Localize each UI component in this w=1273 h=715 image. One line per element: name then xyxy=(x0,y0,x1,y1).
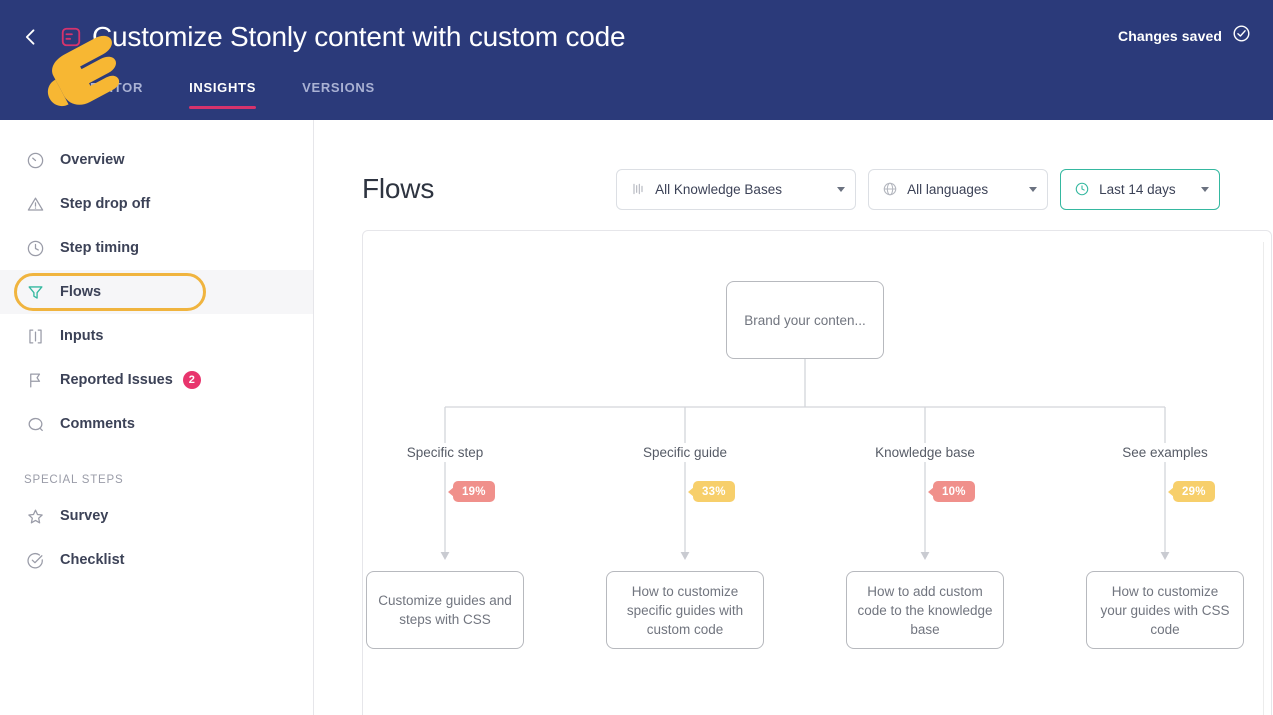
guide-document-icon xyxy=(58,24,84,50)
percent-badge: 29% xyxy=(1173,481,1215,502)
flag-icon xyxy=(24,369,46,391)
brackets-icon xyxy=(24,325,46,347)
sidebar: Overview Step drop off Step timing xyxy=(0,120,314,715)
flow-node-root[interactable]: Brand your conten... xyxy=(726,281,884,359)
flow-canvas[interactable]: Brand your conten... Specific step Speci… xyxy=(363,231,1271,715)
flows-toolbar: Flows All Knowledge Bases xyxy=(362,168,1242,210)
sidebar-item-reported-issues[interactable]: Reported Issues 2 xyxy=(0,358,313,402)
sidebar-item-flows[interactable]: Flows xyxy=(0,270,313,314)
page-title: Customize Stonly content with custom cod… xyxy=(92,21,626,52)
date-range-filter[interactable]: Last 14 days xyxy=(1060,168,1221,210)
header-tabs: EDITOR INSIGHTS VERSIONS xyxy=(76,74,407,120)
flow-node-leaf[interactable]: Customize guides and steps with CSS xyxy=(366,571,524,649)
sidebar-item-label: Survey xyxy=(60,508,109,524)
sidebar-item-step-timing[interactable]: Step timing xyxy=(0,226,313,270)
sidebar-item-label: Flows xyxy=(60,284,102,300)
branch-label: Knowledge base xyxy=(867,443,983,462)
changes-saved-status: Changes saved xyxy=(1118,24,1251,48)
sidebar-item-step-drop-off[interactable]: Step drop off xyxy=(0,182,313,226)
sidebar-item-label: Comments xyxy=(60,416,135,432)
chevron-down-icon xyxy=(1029,186,1038,192)
clock-icon xyxy=(24,237,46,259)
back-button[interactable] xyxy=(14,20,48,54)
chevron-left-icon xyxy=(21,27,41,47)
flow-connectors xyxy=(440,359,1170,560)
changes-saved-label: Changes saved xyxy=(1117,28,1222,44)
filter-label: All languages xyxy=(907,181,989,197)
language-filter[interactable]: All languages xyxy=(868,168,1049,210)
funnel-icon xyxy=(24,281,46,303)
sidebar-item-label: Reported Issues xyxy=(60,372,173,388)
knowledge-base-filter[interactable]: All Knowledge Bases xyxy=(616,168,857,210)
tab-editor[interactable]: EDITOR xyxy=(90,80,144,95)
check-circle-icon xyxy=(1232,24,1251,48)
comment-bubble-icon xyxy=(24,413,46,435)
flow-node-leaf[interactable]: How to customize specific guides with cu… xyxy=(606,571,764,649)
tab-insights[interactable]: INSIGHTS xyxy=(175,74,270,109)
sidebar-item-overview[interactable]: Overview xyxy=(0,138,313,182)
sidebar-item-checklist[interactable]: Checklist xyxy=(0,538,313,582)
percent-value: 29% xyxy=(1182,485,1206,498)
page-scrollbar[interactable] xyxy=(1263,242,1269,715)
percent-badge: 33% xyxy=(693,481,735,502)
app-header: Customize Stonly content with custom cod… xyxy=(0,0,1273,120)
warning-triangle-icon xyxy=(24,193,46,215)
section-title: Flows xyxy=(362,173,435,204)
chevron-down-icon xyxy=(1201,186,1210,192)
clock-icon xyxy=(1073,181,1090,198)
globe-icon xyxy=(881,181,898,198)
chevron-down-icon xyxy=(837,186,846,192)
percent-value: 33% xyxy=(702,485,726,498)
header-top-row: Customize Stonly content with custom cod… xyxy=(0,0,1273,74)
percent-value: 19% xyxy=(462,485,486,498)
filter-group: All Knowledge Bases All languages xyxy=(616,168,1221,210)
sidebar-section-title: SPECIAL STEPS xyxy=(24,474,124,486)
tab-versions[interactable]: VERSIONS xyxy=(302,80,375,95)
filter-label: All Knowledge Bases xyxy=(655,181,782,197)
check-circle-icon xyxy=(24,549,46,571)
sidebar-item-comments[interactable]: Comments xyxy=(0,402,313,446)
branch-label: See examples xyxy=(1114,443,1216,462)
sidebar-item-label: Step drop off xyxy=(60,196,151,212)
sidebar-item-label: Checklist xyxy=(60,552,125,568)
gauge-icon xyxy=(24,149,46,171)
percent-badge: 10% xyxy=(933,481,975,502)
sidebar-item-inputs[interactable]: Inputs xyxy=(0,314,313,358)
branch-label: Specific guide xyxy=(634,443,736,462)
knowledge-base-icon xyxy=(629,181,646,198)
filter-label: Last 14 days xyxy=(1099,181,1176,197)
branch-label: Specific step xyxy=(398,443,492,462)
percent-badge: 19% xyxy=(453,481,495,502)
sidebar-item-label: Step timing xyxy=(60,240,139,256)
sidebar-item-survey[interactable]: Survey xyxy=(0,494,313,538)
flow-diagram-panel: Brand your conten... Specific step Speci… xyxy=(362,230,1272,715)
flow-node-leaf[interactable]: How to customize your guides with CSS co… xyxy=(1086,571,1244,649)
percent-value: 10% xyxy=(942,485,966,498)
flow-node-leaf[interactable]: How to add custom code to the knowledge … xyxy=(846,571,1004,649)
sidebar-item-label: Overview xyxy=(60,152,125,168)
star-icon xyxy=(24,505,46,527)
sidebar-item-label: Inputs xyxy=(60,328,104,344)
main-content: Flows All Knowledge Bases xyxy=(314,120,1273,715)
status-badge: 2 xyxy=(182,371,201,389)
